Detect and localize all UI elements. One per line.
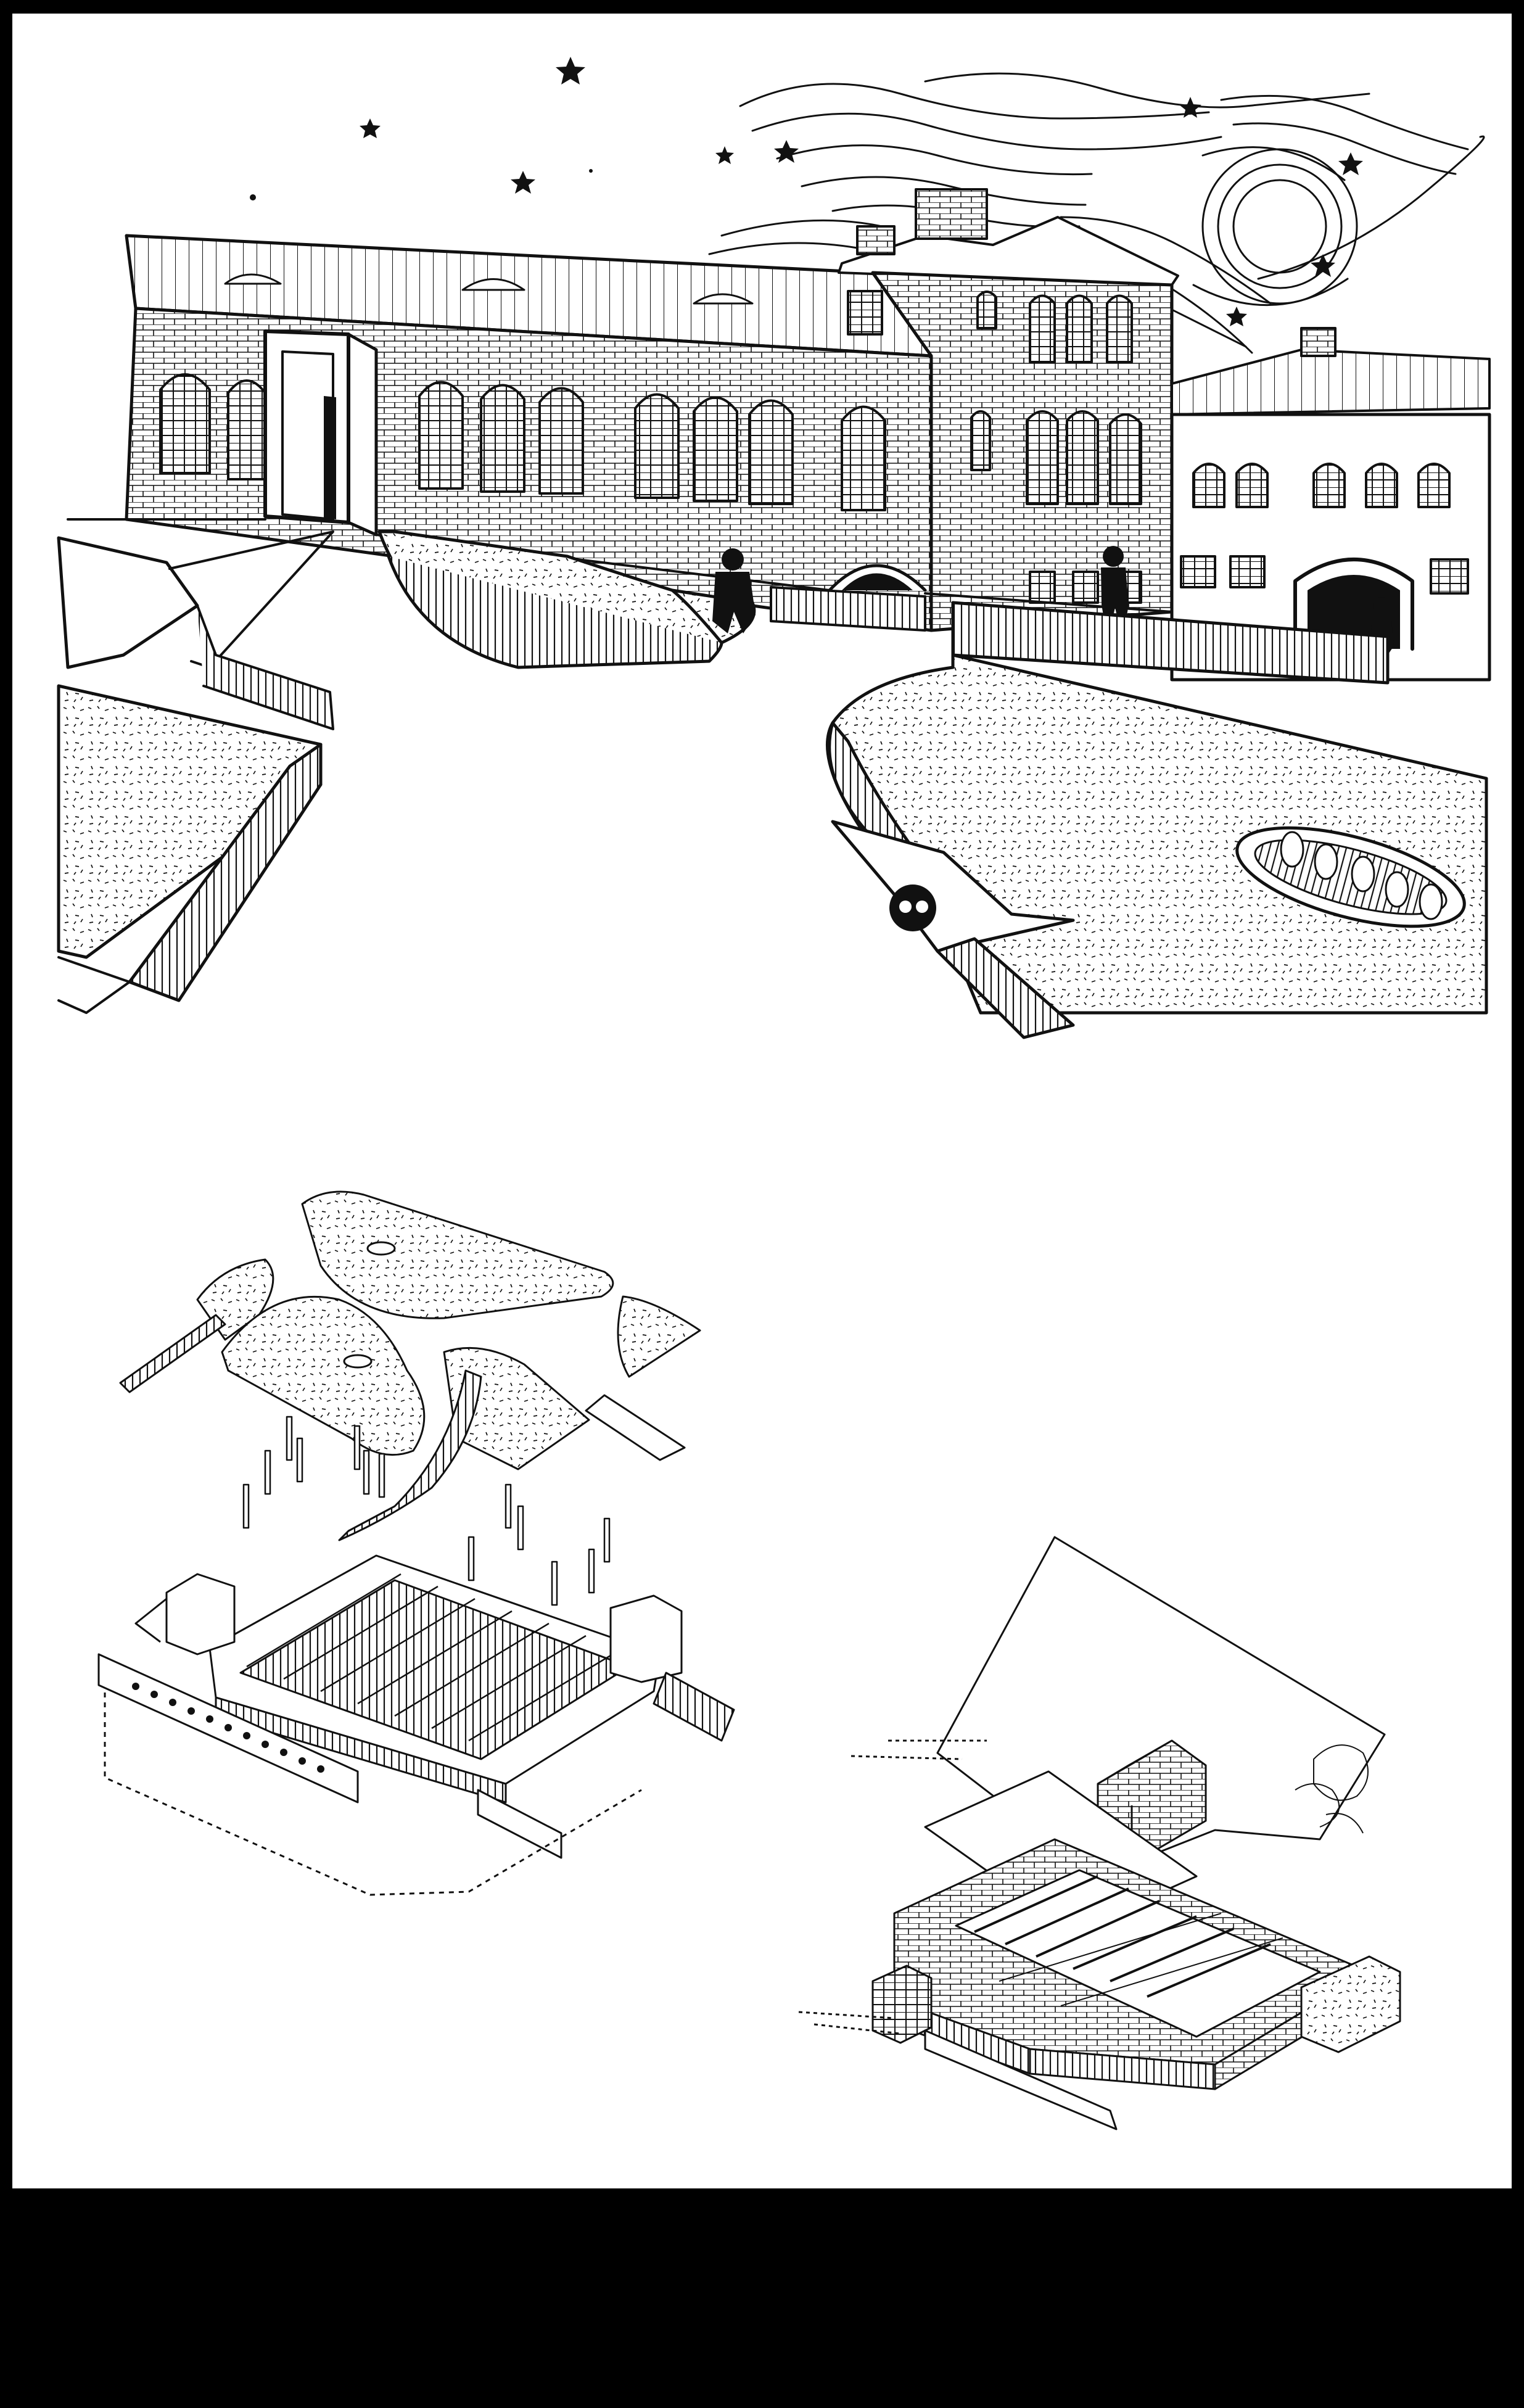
chimney [856,225,896,255]
annex-roof [1171,348,1491,416]
axo2-corridors [955,1869,1321,2038]
tower-cupola [915,188,988,240]
axo2-front-path [924,2029,1118,2130]
arched-windows [159,373,886,511]
exploded-axonometric [97,1190,735,1896]
entrance-opening [281,350,334,521]
left-lawn [57,684,323,959]
axo2-side-block [1300,1955,1401,2053]
moon-icon [1192,146,1358,307]
peeking-creature [889,884,936,931]
axo-ramp [338,1369,482,1541]
entrance-dark [324,396,336,519]
axo2-tree [1295,1744,1369,1834]
left-ramp [57,536,199,669]
right-lawn [825,653,1488,1015]
axo-basement-block-left [165,1573,236,1656]
axo-landscape-corner [617,1295,701,1378]
entrance-portal-side [347,332,378,537]
planter-wall [387,555,723,669]
star-icon [250,57,1363,326]
axo-arm-right [653,1672,735,1742]
sheet-artwork [57,57,1491,2130]
bottom-band [0,2188,1524,2408]
axo-landscape-upper [301,1190,614,1319]
bridge-railing-mid [770,586,926,632]
ramp-railing [196,604,334,730]
axo-bridge [119,1314,226,1393]
axo-arch-row [132,1683,324,1773]
axo-walkway [585,1394,686,1461]
drawing-sheet [12,14,1512,2188]
roof-dormers [224,273,754,305]
cutaway-axonometric [798,1536,1401,2130]
axo-foundation-dashed [104,1673,642,1896]
axo-landscape-mid [221,1295,426,1456]
left-lawn-wall [128,743,323,1002]
axo-columns [242,1416,611,1606]
annex-windows [1180,463,1469,595]
creature-faces [1280,831,1443,920]
annex-chimney [1300,327,1337,357]
tower-windows [847,290,1142,604]
perspective-sketch [57,57,1491,1039]
bridge-railing [951,601,1390,685]
axo2-left-block [871,1965,933,2044]
axo-arm-bottom [477,1789,562,1859]
axo-basement-block-right [609,1594,683,1683]
